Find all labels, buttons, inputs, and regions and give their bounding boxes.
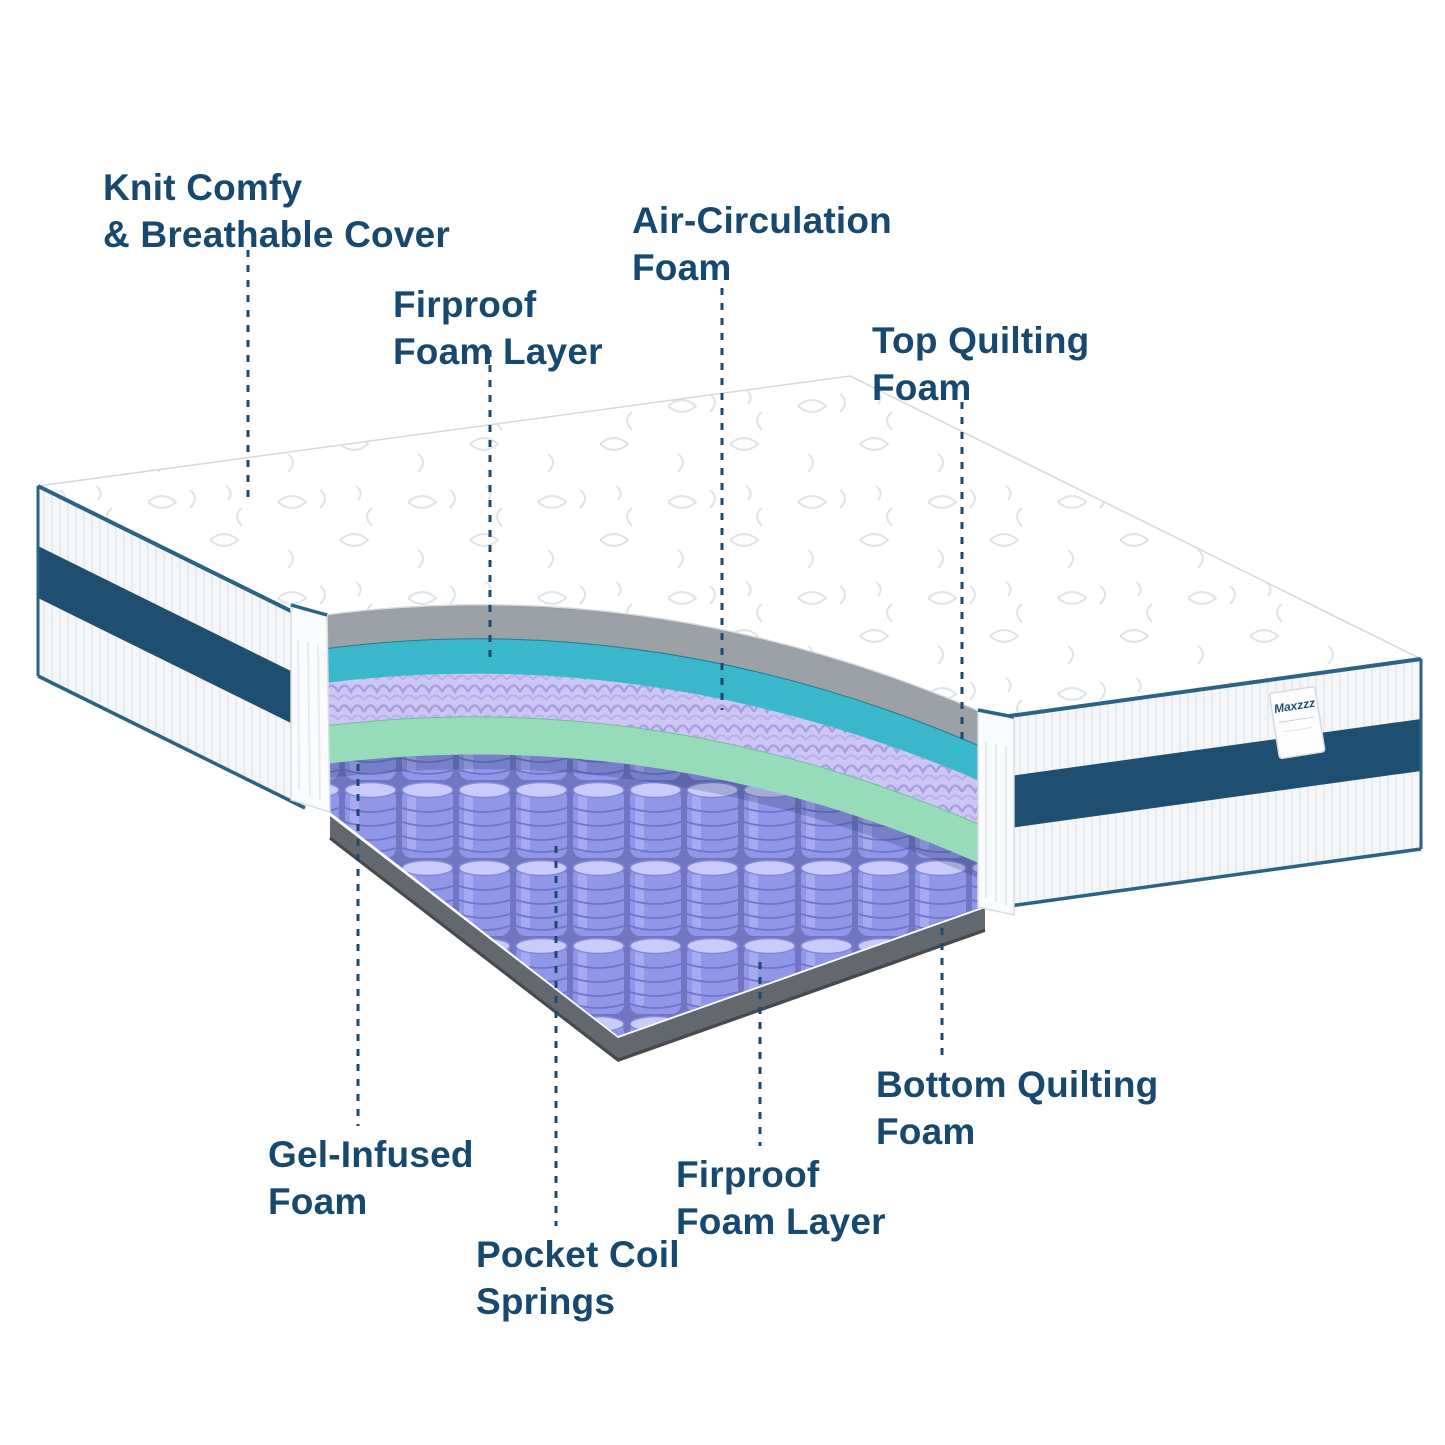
- air-foam-layer-edge: [311, 637, 991, 751]
- coil-top-shadow: [324, 754, 981, 878]
- pocket-coils: [324, 754, 985, 1036]
- gel-foam-layer-edge: [319, 715, 985, 827]
- convoluted-foam-texture: [316, 673, 987, 826]
- navy-stripe-left: [38, 546, 305, 730]
- gel-foam-layer: [320, 716, 984, 864]
- piping-bottom-right: [994, 847, 1422, 910]
- left-cut-face: [290, 603, 331, 814]
- mattress-top-surface: [35, 375, 1424, 719]
- left-side-panel: [36, 484, 306, 810]
- label-firproof-bottom: Firproof Foam Layer: [676, 1154, 886, 1242]
- piping-bottom-left: [37, 674, 306, 810]
- brand-tag-text: Maxzzz: [1273, 696, 1316, 716]
- label-pocket-coil: Pocket Coil Springs: [476, 1234, 680, 1322]
- label-top-quilting: Top Quilting Foam: [872, 320, 1090, 408]
- label-firproof-top: Firproof Foam Layer: [393, 284, 603, 372]
- piping-top-right: [994, 657, 1422, 720]
- label-gel-infused: Gel-Infused Foam: [268, 1134, 474, 1222]
- piping-top-left: [37, 484, 306, 620]
- brand-tag: Maxzzz: [1268, 686, 1326, 760]
- cover-edge-gray-band: [305, 604, 995, 750]
- label-bottom-quilting: Bottom Quilting Foam: [876, 1064, 1159, 1152]
- right-cut-face: [977, 708, 1015, 916]
- air-foam-layer: [312, 638, 990, 784]
- label-air-circulation: Air-Circulation Foam: [632, 200, 892, 288]
- base-slab-shadow-line: [329, 836, 986, 1062]
- label-knit-cover: Knit Comfy & Breathable Cover: [103, 167, 450, 255]
